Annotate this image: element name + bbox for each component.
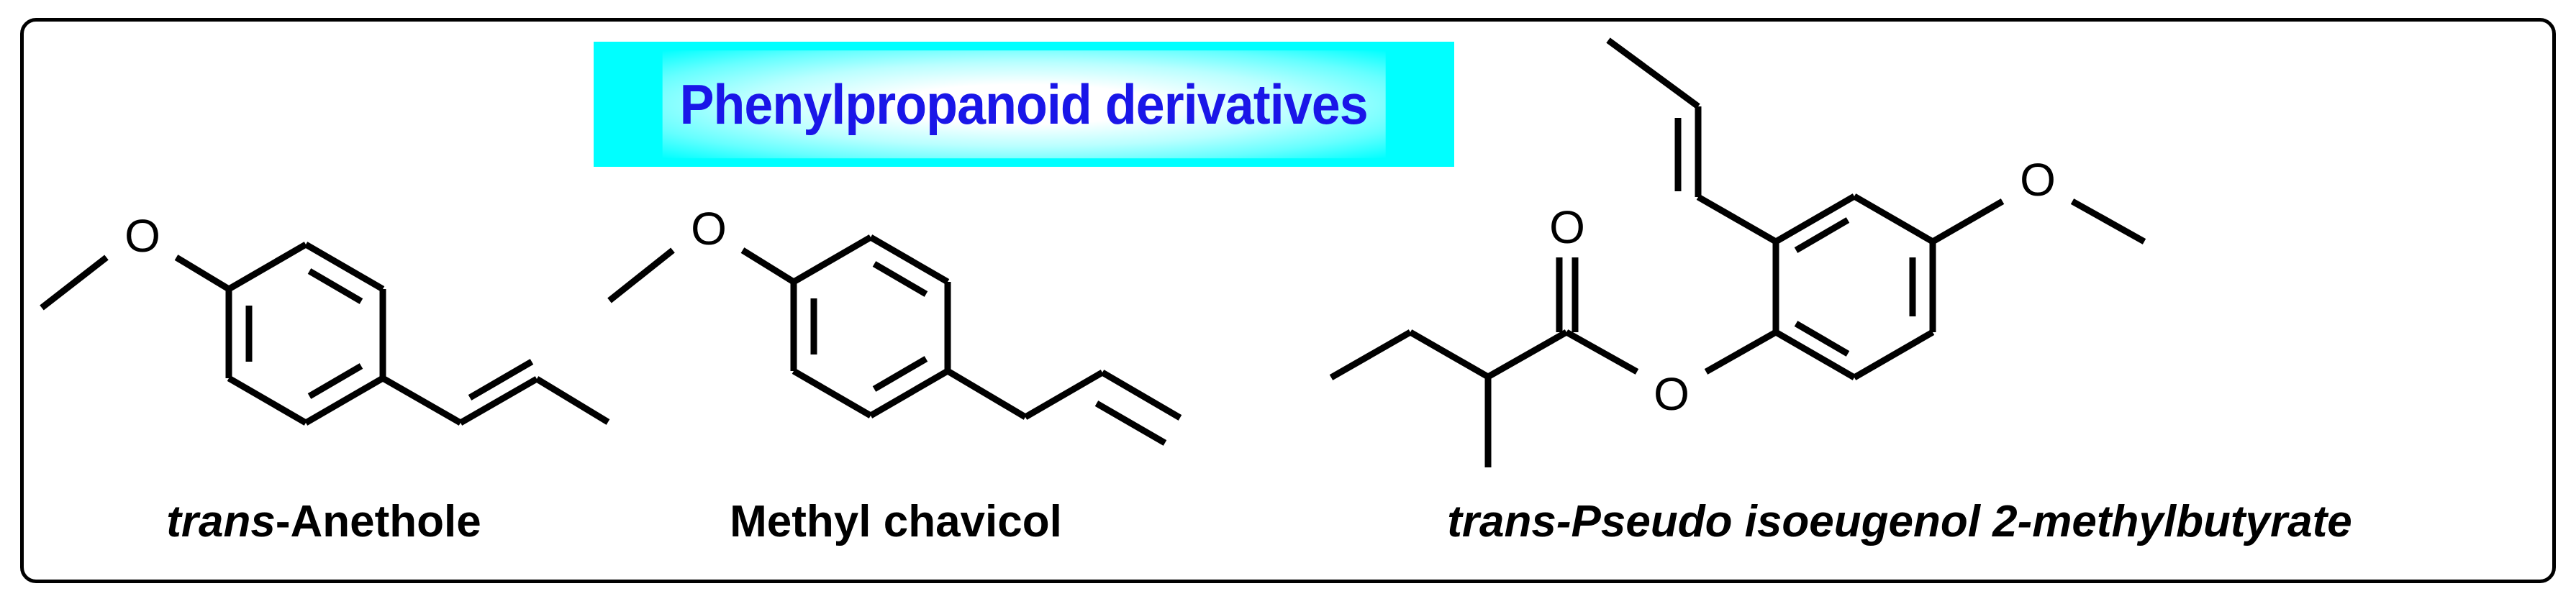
ring-bond-5 <box>1852 329 1935 380</box>
structure-trans-anethole: O <box>29 180 619 496</box>
ring-bond-1 <box>227 242 308 292</box>
caption-methyl-chavicol: Methyl chavicol <box>601 496 1191 547</box>
bond-vinyl-double-main <box>1100 370 1182 421</box>
caption-rest-2: Methyl chavicol <box>730 497 1062 546</box>
ring-bond-5 <box>227 375 308 426</box>
ring-bond-1 <box>792 234 873 285</box>
figure-title: Phenylpropanoid derivatives <box>679 72 1369 136</box>
ring-inner-bond-3 <box>1794 321 1850 357</box>
bond-methoxy-oxygen-to-methyl <box>2070 198 2146 244</box>
ring-bond-4 <box>304 375 385 426</box>
bond-propenyl-double-inner <box>468 359 534 401</box>
ring-bond-2 <box>869 234 950 285</box>
ring-inner-bond-1 <box>1794 217 1850 253</box>
bond-propenyl-to-methyl <box>535 376 610 425</box>
ring-inner-bond-3 <box>307 363 363 399</box>
bond-ring-to-propenyl-ch <box>1696 194 1778 244</box>
bond-ring-to-methoxy-oxygen <box>1931 198 2005 244</box>
ring-bond-6 <box>1774 329 1856 380</box>
bond-methyl-to-oxygen <box>40 255 109 311</box>
ring-inner-bond-3 <box>872 356 928 392</box>
bond-ethyl-to-ch <box>1408 329 1490 380</box>
bond-ester-oxygen-to-ring <box>1704 329 1778 375</box>
ring-bond-2 <box>304 242 385 292</box>
bond-carbonyl-to-ester-oxygen <box>1564 329 1639 375</box>
bond-methyl-to-oxygen <box>607 247 675 303</box>
atom-label-oxygen-carbonyl: O <box>1549 201 1585 253</box>
figure-border <box>20 18 2556 583</box>
bond-ring-to-ch2 <box>945 368 1028 420</box>
atom-label-oxygen-methoxy: O <box>124 210 160 262</box>
bond-ch-to-carbonyl <box>1486 329 1569 380</box>
caption-italic-prefix-1: trans <box>166 497 276 546</box>
caption-trans-anethole: trans-Anethole <box>29 496 619 547</box>
ring-bond-2 <box>1774 193 1856 244</box>
atom-label-oxygen-methoxy: O <box>2020 154 2056 206</box>
structure-diagram-pseudo-isoeugenol: O O O <box>1329 37 2146 467</box>
structure-diagram-methyl-chavicol: O <box>607 203 1182 446</box>
atom-label-oxygen-ester: O <box>1654 368 1690 420</box>
bond-propenyl-to-methyl <box>1606 37 1700 109</box>
bond-ring-to-propenyl <box>381 375 463 426</box>
caption-italic-3: trans-Pseudo isoeugenol 2-methylbutyrate <box>1447 497 2352 546</box>
structure-diagram-trans-anethole: O <box>40 210 610 426</box>
caption-rest-1: -Anethole <box>275 497 481 546</box>
bond-oxygen-to-ring <box>740 247 796 285</box>
ring-bond-5 <box>792 368 873 418</box>
bond-propenyl-double-main <box>458 376 539 426</box>
ring-inner-bond-2 <box>872 261 928 297</box>
bond-ch2-to-vinyl <box>1023 370 1105 420</box>
caption-pseudo-isoeugenol: trans-Pseudo isoeugenol 2-methylbutyrate <box>1266 496 2533 547</box>
bond-oxygen-to-ring <box>174 255 231 292</box>
atom-label-oxygen-methoxy: O <box>691 203 727 255</box>
structure-trans-pseudo-isoeugenol-2-methylbutyrate: O O O <box>1310 20 2389 495</box>
bond-ethyl-terminal <box>1329 329 1412 380</box>
structure-methyl-chavicol: O <box>601 180 1191 496</box>
bond-vinyl-double-inner <box>1094 401 1167 446</box>
ring-bond-4 <box>869 368 950 418</box>
ring-inner-bond-2 <box>307 268 363 304</box>
ring-bond-3 <box>1852 193 1935 244</box>
